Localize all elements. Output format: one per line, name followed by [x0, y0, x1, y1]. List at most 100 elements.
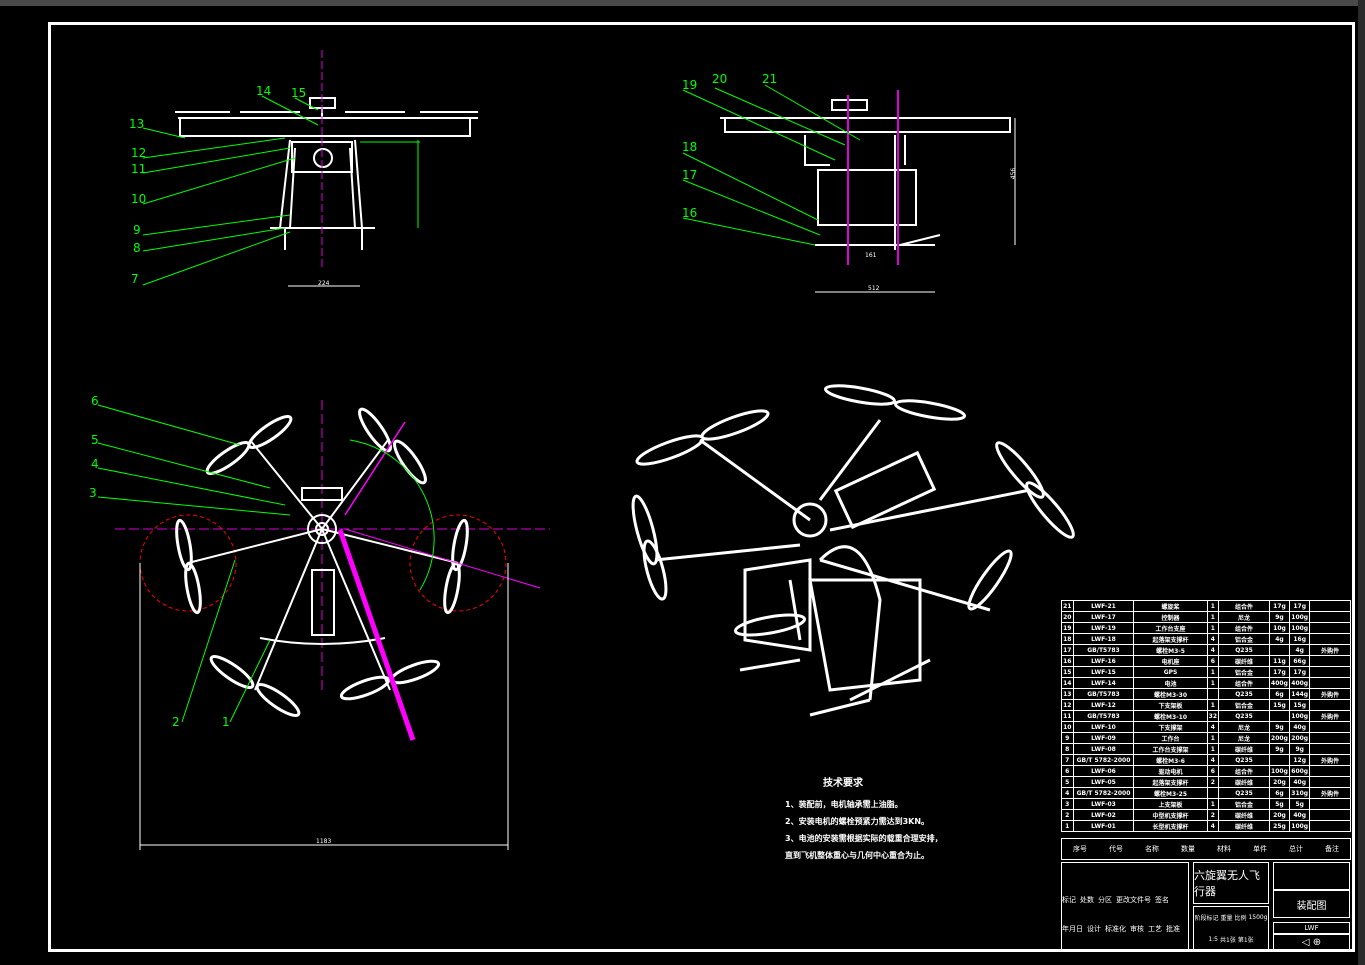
sign-label: 签名: [1155, 896, 1169, 904]
parts-cell: 工作台: [1133, 732, 1208, 744]
callout-14: 14: [256, 84, 272, 98]
parts-cell: [1309, 666, 1351, 678]
parts-cell: 20g: [1268, 809, 1291, 821]
callout-19: 19: [682, 78, 698, 92]
technical-requirements: 技术要求 1、装配前，电机轴承需上油脂。 2、安装电机的螺栓预紧力需达到3KN。…: [785, 775, 943, 864]
parts-cell: LWF-12: [1072, 699, 1135, 711]
parts-cell: 长型机支撑杆: [1133, 820, 1208, 832]
parts-cell: 9g: [1268, 743, 1291, 755]
callout-15: 15: [291, 86, 307, 100]
parts-cell: [1268, 754, 1291, 766]
parts-cell: 19: [1061, 622, 1074, 634]
parts-cell: 下支撑架: [1133, 721, 1208, 733]
parts-cell: 3: [1061, 798, 1074, 810]
parts-cell: 1: [1206, 699, 1220, 711]
top-view: [97, 400, 550, 850]
parts-cell: 驱动电机: [1133, 765, 1208, 777]
parts-cell: 15g: [1289, 699, 1311, 711]
parts-cell: GB/T5783: [1072, 710, 1135, 722]
parts-cell: 7: [1061, 754, 1074, 766]
parts-cell: 螺旋桨: [1133, 600, 1208, 612]
header-qty: 数量: [1181, 845, 1195, 853]
window-top-bar: [0, 0, 1365, 6]
parts-cell: 6: [1206, 655, 1220, 667]
parts-cell: 碳纤维: [1218, 820, 1270, 832]
parts-cell: 尼龙: [1218, 611, 1270, 623]
date-label: 年月日: [1062, 925, 1083, 933]
header-name: 名称: [1145, 845, 1159, 853]
standard-label: 标准化: [1105, 925, 1126, 933]
stage-label: 阶段标记: [1194, 914, 1219, 922]
parts-cell: 17: [1061, 644, 1074, 656]
parts-cell: [1206, 688, 1220, 700]
parts-cell: 40g: [1289, 721, 1311, 733]
callout-9: 9: [133, 223, 141, 237]
parts-cell: 4: [1206, 721, 1220, 733]
parts-cell: LWF-02: [1072, 809, 1135, 821]
parts-cell: 6g: [1268, 688, 1291, 700]
parts-cell: 组合件: [1218, 765, 1270, 777]
parts-cell: 16: [1061, 655, 1074, 667]
parts-cell: GB/T5783: [1072, 688, 1135, 700]
design-label: 设计: [1087, 925, 1101, 933]
scale-value: 1:5: [1208, 935, 1218, 943]
dimension-1183: 1183: [316, 838, 332, 845]
parts-cell: LWF-19: [1072, 622, 1135, 634]
parts-cell: 外购件: [1309, 710, 1351, 722]
callout-12: 12: [131, 146, 147, 160]
weight-label: 重量: [1220, 914, 1233, 922]
parts-cell: 25g: [1268, 820, 1291, 832]
callout-6: 6: [91, 394, 99, 408]
parts-cell: 铝合金: [1218, 699, 1270, 711]
parts-cell: 1: [1206, 732, 1220, 744]
parts-cell: 1: [1206, 666, 1220, 678]
zone-label: 分区: [1098, 896, 1112, 904]
parts-cell: 200g: [1289, 732, 1311, 744]
parts-cell: 组合件: [1218, 622, 1270, 634]
callout-16: 16: [682, 206, 698, 220]
parts-cell: 螺栓M3-10: [1133, 710, 1208, 722]
parts-cell: 20: [1061, 611, 1074, 623]
parts-cell: LWF-15: [1072, 666, 1135, 678]
parts-cell: 17g: [1289, 600, 1311, 612]
parts-cell: 4: [1061, 787, 1074, 799]
parts-cell: 1: [1061, 820, 1074, 832]
mark-label: 标记: [1062, 896, 1076, 904]
parts-cell: LWF-21: [1072, 600, 1135, 612]
isometric-view: [631, 384, 1075, 717]
callout-21: 21: [762, 72, 778, 86]
parts-cell: 6g: [1268, 787, 1291, 799]
parts-cell: 11g: [1268, 655, 1291, 667]
scrollbar[interactable]: [1358, 0, 1365, 965]
header-note: 备注: [1325, 845, 1339, 853]
parts-cell: 上支架板: [1133, 798, 1208, 810]
parts-cell: 1: [1206, 622, 1220, 634]
parts-cell: 310g: [1289, 787, 1311, 799]
parts-cell: 螺栓M3-30: [1133, 688, 1208, 700]
parts-cell: 66g: [1289, 655, 1311, 667]
parts-header: 序号 代号 名称 数量 材料 单件 总计 备注: [1061, 838, 1351, 860]
parts-cell: 15g: [1268, 699, 1291, 711]
header-unit: 单件: [1253, 845, 1267, 853]
parts-cell: 铝合金: [1218, 633, 1270, 645]
parts-cell: Q235: [1218, 710, 1270, 722]
parts-cell: 碳纤维: [1218, 743, 1270, 755]
tech-item: 2、安装电机的螺栓预紧力需达到3KN。: [785, 817, 930, 826]
parts-cell: 8: [1061, 743, 1074, 755]
drawing-frame: [48, 22, 1355, 952]
callout-7: 7: [131, 272, 139, 286]
parts-cell: [1206, 787, 1220, 799]
dimension-456: 456: [1010, 167, 1018, 180]
parts-cell: 起落架支撑杆: [1133, 776, 1208, 788]
parts-cell: 1: [1206, 611, 1220, 623]
